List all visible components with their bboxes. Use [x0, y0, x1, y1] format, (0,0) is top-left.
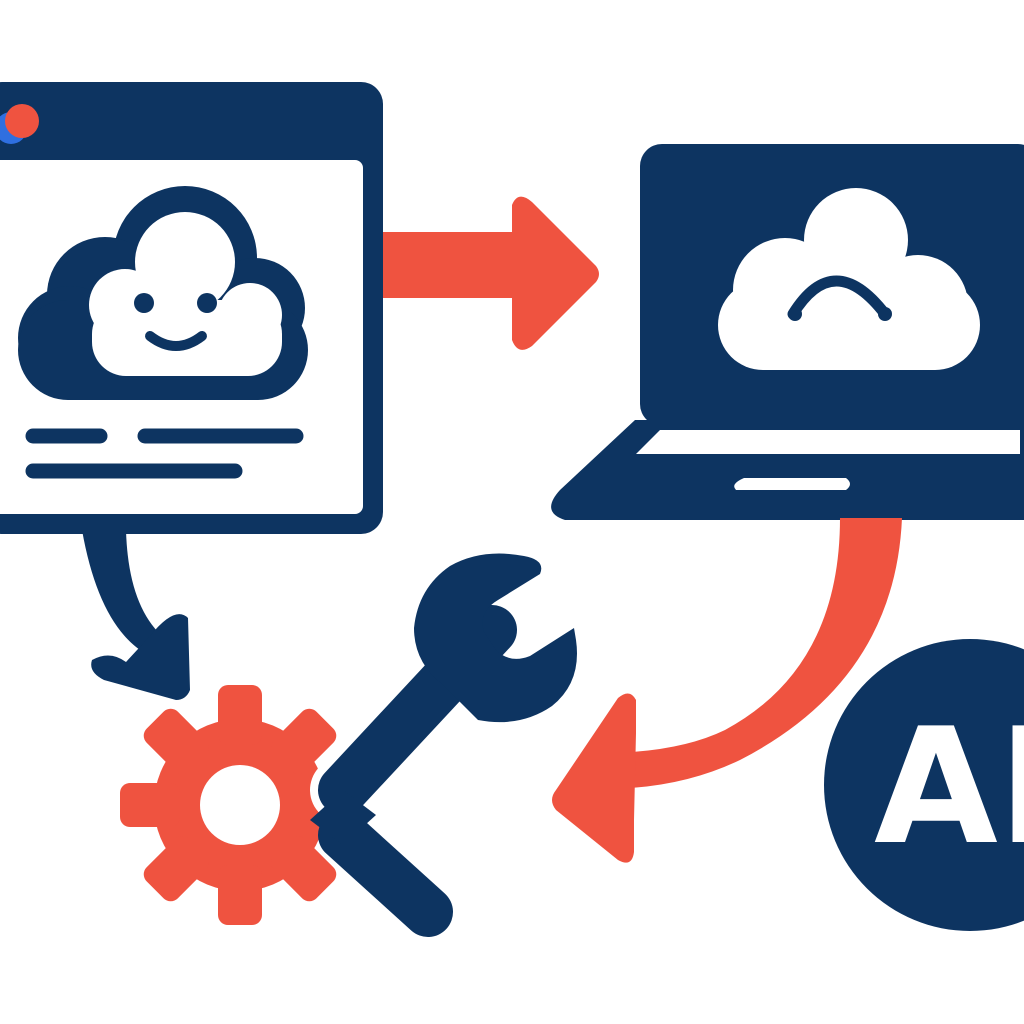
laptop-trackpad — [734, 478, 850, 490]
browser-window — [0, 82, 383, 534]
cloud-icon — [18, 186, 308, 400]
wrench-icon — [310, 553, 577, 937]
wrench-head — [414, 553, 577, 723]
frowning-face — [787, 275, 891, 320]
laptop — [551, 144, 1024, 520]
ai-badge-label: AI — [874, 693, 1024, 880]
laptop-keyboard-edge — [636, 430, 1020, 454]
cloud-icon — [718, 188, 980, 370]
arrow-browser-to-laptop — [383, 196, 599, 350]
arrow-browser-to-tools — [82, 530, 190, 700]
browser-text-lines — [25, 428, 304, 479]
ai-badge: AI — [824, 639, 1024, 931]
window-dot-coral — [5, 104, 39, 138]
arrow-laptop-to-tools — [552, 518, 902, 863]
ai-badge-circle — [824, 639, 1024, 931]
smiling-face — [134, 293, 217, 351]
